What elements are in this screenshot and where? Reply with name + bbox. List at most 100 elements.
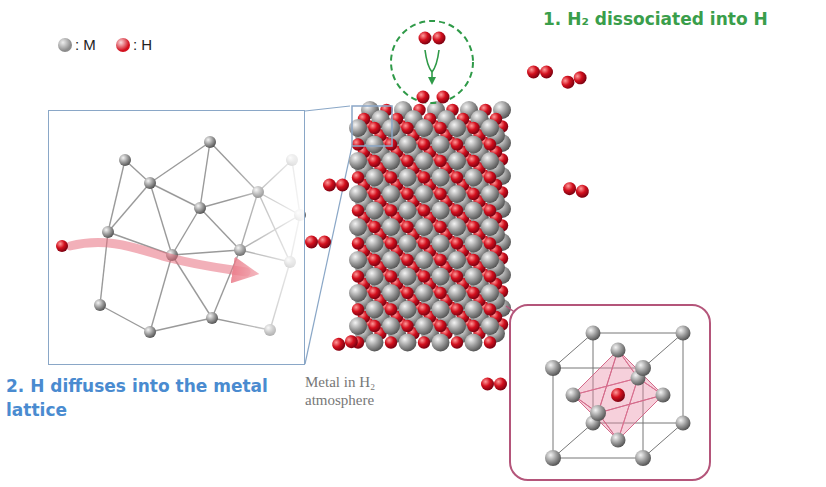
lattice-atom: [382, 119, 400, 137]
cell-atom: [590, 405, 606, 421]
lattice-atom: [401, 188, 413, 200]
lattice-atom: [448, 119, 466, 137]
lattice-atom: [432, 235, 450, 253]
hydrogen-atom: [527, 66, 540, 79]
lattice-atom: [415, 119, 433, 137]
hydrogen-atom: [323, 179, 336, 192]
h2-molecule: [560, 69, 589, 90]
legend-swatch: [58, 38, 72, 52]
lattice-atom: [366, 268, 384, 286]
hydrogen-atom: [56, 240, 68, 252]
lattice-atom: [366, 169, 384, 187]
lattice-atom: [399, 136, 417, 154]
zoom-box: 2. H diffuses into the metal lattice: [48, 110, 305, 365]
lattice-atom: [451, 138, 463, 150]
hydrogen-atom: [481, 378, 494, 391]
unit-cell-inset: [506, 305, 710, 480]
lattice-bond: [200, 142, 210, 208]
lattice-atom: [368, 122, 380, 134]
dashed-circle: [391, 21, 473, 103]
hydrogen-atom: [560, 74, 577, 91]
legend-text: : M: [75, 36, 96, 53]
legend-item: : M: [58, 36, 96, 53]
lattice-atom: [385, 237, 397, 249]
lattice-atom: [467, 254, 479, 266]
lattice-atom: [349, 152, 367, 170]
lattice-atom: [385, 303, 397, 315]
lattice-bond: [100, 305, 150, 332]
lattice-atom: [481, 152, 499, 170]
cell-atom: [611, 343, 626, 358]
inset-box: [510, 305, 710, 480]
hydrogen-atom: [318, 236, 331, 249]
lattice-atom: [448, 251, 466, 269]
lattice-atom: [385, 171, 397, 183]
lattice-atom: [366, 136, 384, 154]
metal-cube: Metal in H₂ atmosphere: [350, 100, 512, 353]
hydrogen-atom: [575, 184, 590, 199]
hydrogen-atom: [344, 334, 359, 349]
lattice-atom: [418, 138, 430, 150]
octahedron-face: [598, 395, 663, 440]
lattice-atom: [481, 119, 499, 137]
lattice-atom: [467, 221, 479, 233]
lattice-atom: [484, 237, 496, 249]
text-holder: Metal in H₂ atmosphere: [305, 373, 417, 409]
metal-atom: [204, 136, 216, 148]
lattice-bond: [172, 250, 240, 255]
lattice-atom: [432, 334, 450, 352]
h2-molecule: [527, 66, 553, 79]
lattice-atom: [484, 303, 496, 315]
metal-cube: [349, 101, 511, 352]
lattice-atom: [467, 287, 479, 299]
hydrogen-atom: [437, 91, 450, 104]
fade: [230, 112, 304, 364]
lattice-atom: [418, 237, 430, 249]
lattice-atom: [352, 171, 364, 183]
cell-atom: [611, 433, 626, 448]
cell-atom: [545, 450, 561, 466]
lattice-atom: [467, 122, 479, 134]
metal-atom: [102, 226, 114, 238]
lattice-atom: [465, 235, 483, 253]
lattice-atom: [366, 334, 384, 352]
lattice-atom: [432, 301, 450, 319]
lattice-bond: [150, 142, 210, 183]
lattice-atom: [465, 268, 483, 286]
octahedron-face: [573, 395, 618, 440]
lattice-atom: [481, 317, 499, 335]
lattice-atom: [382, 218, 400, 236]
hydrogen-atom: [433, 32, 446, 45]
lattice-atom: [434, 122, 446, 134]
lattice-atom: [401, 254, 413, 266]
cell-atom: [611, 388, 625, 402]
lattice-atom: [399, 268, 417, 286]
cell-edge: [683, 333, 684, 423]
metal-atom: [144, 326, 156, 338]
cell-atom: [566, 388, 581, 403]
lattice-atom: [418, 171, 430, 183]
lattice-atom: [415, 284, 433, 302]
lattice-atom: [432, 169, 450, 187]
lattice-bond: [150, 183, 172, 255]
lattice-atom: [434, 221, 446, 233]
lattice-atom: [366, 202, 384, 220]
lattice-atom: [451, 204, 463, 216]
lattice-atom: [418, 336, 430, 348]
cell-atom: [635, 360, 651, 376]
lattice-atom: [382, 317, 400, 335]
lattice-atom: [432, 268, 450, 286]
lattice-atom: [432, 136, 450, 154]
lattice-atom: [451, 303, 463, 315]
zoom-square: [352, 106, 392, 146]
lattice-atom: [465, 301, 483, 319]
lattice-atom: [399, 334, 417, 352]
lattice-atom: [448, 218, 466, 236]
lattice-atom: [484, 270, 496, 282]
lattice-zoom: [56, 112, 352, 364]
lattice-atom: [465, 334, 483, 352]
lattice-atom: [465, 136, 483, 154]
